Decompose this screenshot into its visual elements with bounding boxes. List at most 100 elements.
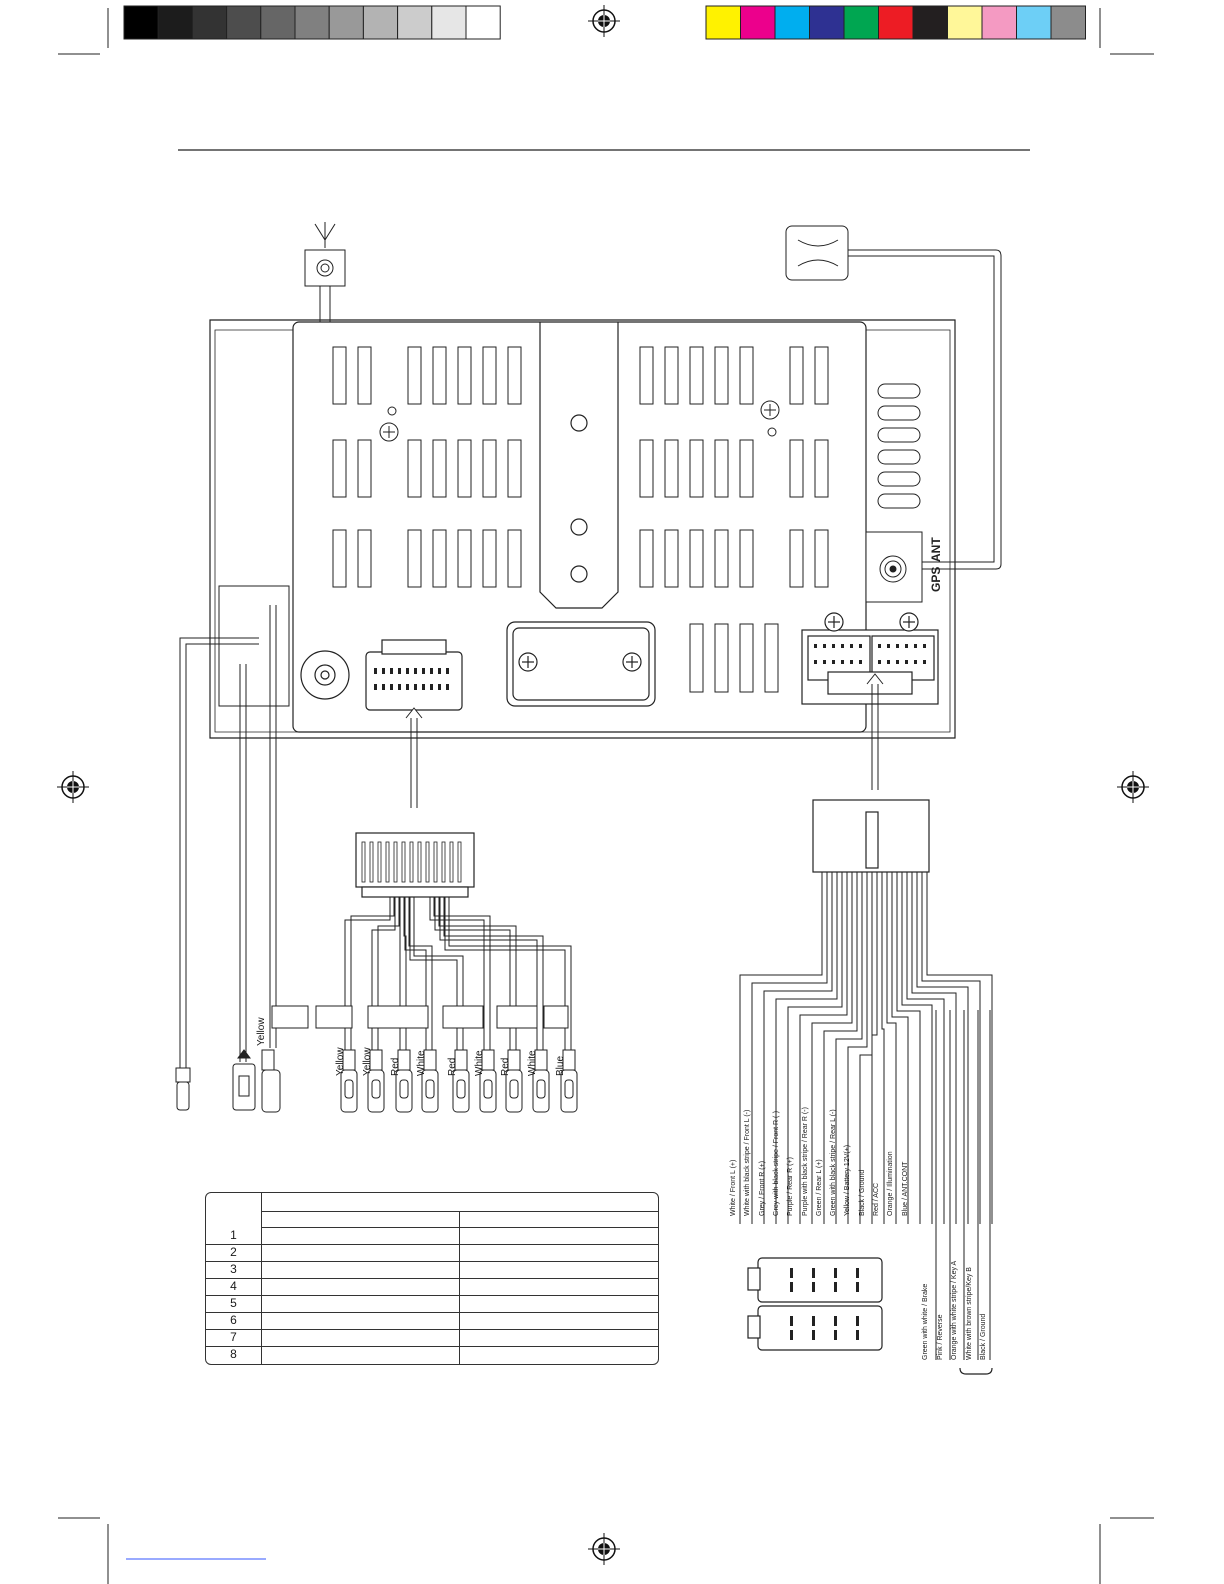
iso-wire-label: Purple with black stripe / Rear R (-) [801, 1107, 809, 1216]
connector-pin [446, 668, 449, 674]
video-out-cable-label: Yellow [256, 1017, 267, 1046]
connector-pin [878, 644, 881, 648]
cable-sleeve [367, 1005, 429, 1029]
rca-plug-tip [425, 1079, 435, 1099]
connector-pin [896, 660, 899, 664]
iso-wire [921, 872, 981, 1224]
connector-pin [382, 684, 385, 690]
iso-wire-label: Green / Rear L (+) [815, 1159, 823, 1216]
table-row-number: 7 [230, 1330, 237, 1344]
connector-pin [856, 1268, 859, 1278]
vent-slot [789, 439, 804, 498]
rca-plug [479, 1069, 497, 1113]
iso-wire-label: Orange / Illumination [887, 1151, 895, 1216]
vent-slot [664, 529, 679, 588]
connector-pin [406, 684, 409, 690]
iso-wire [886, 872, 897, 1224]
iso-extra-wire-label: Pink / Reverse [936, 1314, 944, 1360]
rca-plug [395, 1069, 413, 1113]
connector-pin [914, 660, 917, 664]
iso-wire [847, 872, 868, 1224]
connector-pin [433, 841, 438, 883]
iso-wire [823, 872, 858, 1224]
table-row: 3 [206, 1261, 658, 1279]
rca-cable-label: Red [500, 1057, 511, 1076]
registration-mark-top [588, 5, 620, 37]
gray-swatch [431, 5, 467, 40]
connector-pin [441, 841, 446, 883]
connector-pin [814, 644, 817, 648]
connector-pin [850, 660, 853, 664]
registration-mark-bottom [588, 1533, 620, 1565]
grayscale-color-bar [123, 5, 501, 40]
rca-plug-tip [564, 1079, 574, 1099]
av-wire [433, 897, 491, 1050]
vent-slot [507, 346, 522, 405]
av-wire [344, 897, 391, 1050]
connector-pin [430, 684, 433, 690]
usb-plug-icon [232, 1049, 256, 1111]
iso-extra-wire-label: Black / Ground [980, 1313, 987, 1360]
iso-harness-plug [812, 799, 930, 873]
vent-slot [357, 529, 372, 588]
vent-slot [432, 346, 447, 405]
gray-swatch [465, 5, 501, 40]
connector-pin [374, 668, 377, 674]
iso-wire [871, 872, 878, 1224]
iso-wire [799, 872, 848, 1224]
table-row: 1 [206, 1227, 658, 1245]
connector-pin [790, 1316, 793, 1326]
registration-mark-left [57, 771, 89, 803]
vent-slot [357, 439, 372, 498]
table-row: 2 [206, 1244, 658, 1262]
av-wire [438, 897, 517, 1050]
color-swatch [947, 5, 983, 40]
rca-plug [505, 1069, 523, 1113]
vent-slot [639, 346, 654, 405]
connector-pin [812, 1330, 815, 1340]
connector-pin [834, 1316, 837, 1326]
connector-pin [438, 684, 441, 690]
vent-slot [714, 529, 729, 588]
connector-pin [401, 841, 406, 883]
table-row-number: 5 [230, 1296, 237, 1310]
vent-slot [357, 346, 372, 405]
mount-screw-icon [379, 400, 780, 442]
table-row-number: 6 [230, 1313, 237, 1327]
gps-port [865, 531, 923, 603]
connector-pin [832, 644, 835, 648]
gray-swatch [328, 5, 364, 40]
rca-cable-label: Red [390, 1057, 401, 1076]
table-header [261, 1193, 658, 1212]
iso-wire [911, 872, 957, 1224]
connector-pin [923, 660, 926, 664]
connector-pin [438, 668, 441, 674]
iso-wire [926, 872, 993, 1224]
rca-plug-tip [509, 1079, 519, 1099]
vent-slot [764, 623, 779, 693]
connector-pin [390, 668, 393, 674]
av-wire [371, 897, 396, 1050]
process-color-bar [705, 5, 1086, 40]
connector-pin [905, 644, 908, 648]
iso-extra-wire-label: White with brown stripe/Key B [965, 1267, 973, 1360]
vent-slot [639, 529, 654, 588]
connector-pin [823, 660, 826, 664]
radio-antenna-socket [300, 650, 350, 700]
connector-pin [834, 1268, 837, 1278]
color-swatch [912, 5, 948, 40]
connector-pin [374, 684, 377, 690]
vent-slot [739, 529, 754, 588]
iso-male-connector [747, 1257, 883, 1351]
ant-port-label: ANT [929, 537, 943, 562]
rca-plug-tip [456, 1079, 466, 1099]
vent-slot [639, 439, 654, 498]
rca-plug-tip [399, 1079, 409, 1099]
connector-pin [417, 841, 422, 883]
iso-wire [881, 872, 885, 1224]
rca-plug [560, 1069, 578, 1113]
connector-pin [832, 660, 835, 664]
av-wire [377, 897, 400, 1050]
table-col-divider [459, 1211, 460, 1364]
connector-pin [834, 1330, 837, 1340]
